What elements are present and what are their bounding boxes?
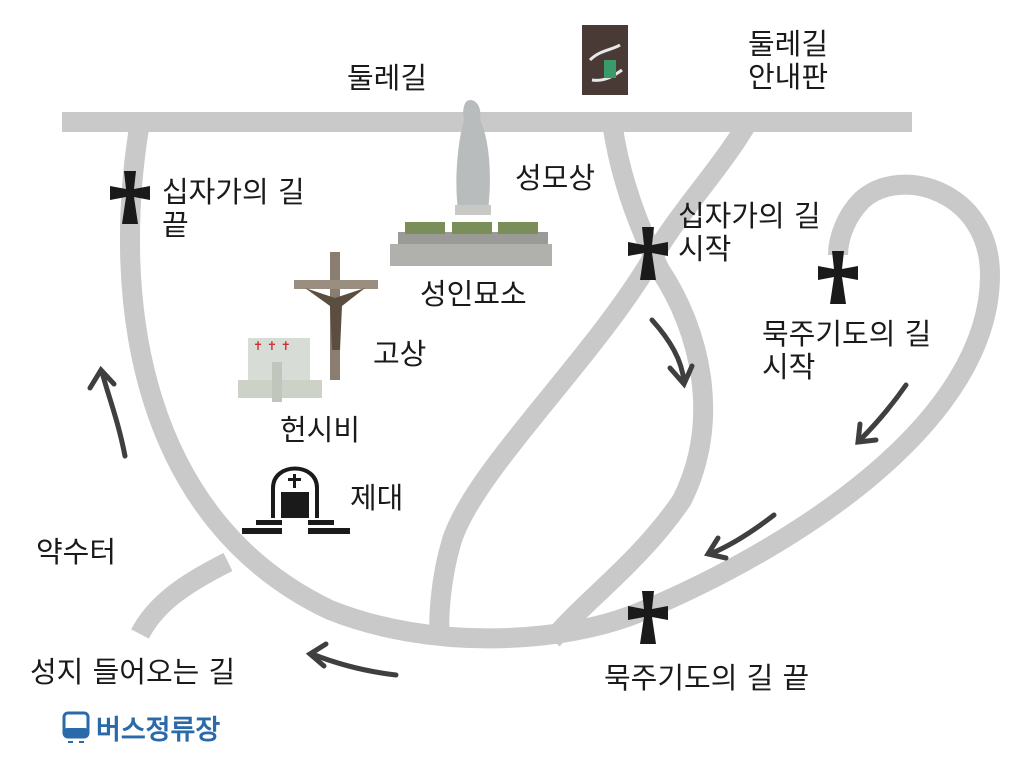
memorial-icon: ✝ ✝ ✝	[238, 338, 322, 402]
road-middle-a	[544, 120, 714, 647]
label-altar: 제대	[350, 481, 404, 515]
label-rosary-start: 묵주기도의 길 시작	[762, 318, 931, 384]
mary-statue-icon	[455, 100, 491, 215]
road-loop	[120, 120, 1001, 649]
label-spring: 약수터	[36, 535, 117, 569]
bus-stop-label: 버스정류장	[96, 715, 221, 746]
label-line: 묵주기도의 길	[762, 317, 932, 351]
label-saints-tomb: 성인묘소	[420, 277, 527, 311]
arrow-icon	[305, 641, 399, 678]
label-cross-way-start: 십자가의 길 시작	[678, 200, 821, 266]
arrow-icon	[704, 512, 777, 561]
label-dulle-sign: 둘레길 안내판	[748, 28, 828, 94]
label-cross-way-end: 십자가의 길 끝	[162, 176, 305, 242]
altar-icon	[242, 466, 350, 534]
road-spur	[131, 553, 233, 639]
cross-icon	[818, 251, 858, 304]
arrow-icon	[649, 317, 695, 389]
label-line: 십자가의 길	[678, 199, 821, 233]
arrow-icon	[87, 365, 128, 459]
label-mary-statue: 성모상	[515, 161, 596, 195]
bus-stop: 버스정류장	[62, 708, 220, 747]
label-dulle-road: 둘레길	[347, 61, 428, 95]
svg-text:✝ ✝ ✝: ✝ ✝ ✝	[253, 339, 291, 353]
label-line: 안내판	[748, 60, 829, 94]
label-line: 시작	[678, 232, 732, 266]
arrow-icon	[855, 382, 909, 445]
cross-icon	[110, 171, 150, 224]
label-line: 둘레길	[748, 27, 829, 61]
road-middle-b	[429, 116, 757, 643]
saints-tomb-icon	[390, 222, 552, 266]
crucifix-icon	[294, 252, 378, 380]
label-line: 십자가의 길	[162, 175, 305, 209]
label-line: 끝	[162, 208, 189, 242]
label-entrance: 성지 들어오는 길	[30, 655, 236, 689]
bus-icon	[62, 711, 90, 743]
label-crucifix: 고상	[373, 337, 427, 371]
label-memorial: 헌시비	[280, 413, 361, 447]
label-line: 시작	[762, 350, 816, 384]
label-rosary-end: 묵주기도의 길 끝	[604, 661, 810, 695]
guide-board-icon	[582, 25, 628, 95]
